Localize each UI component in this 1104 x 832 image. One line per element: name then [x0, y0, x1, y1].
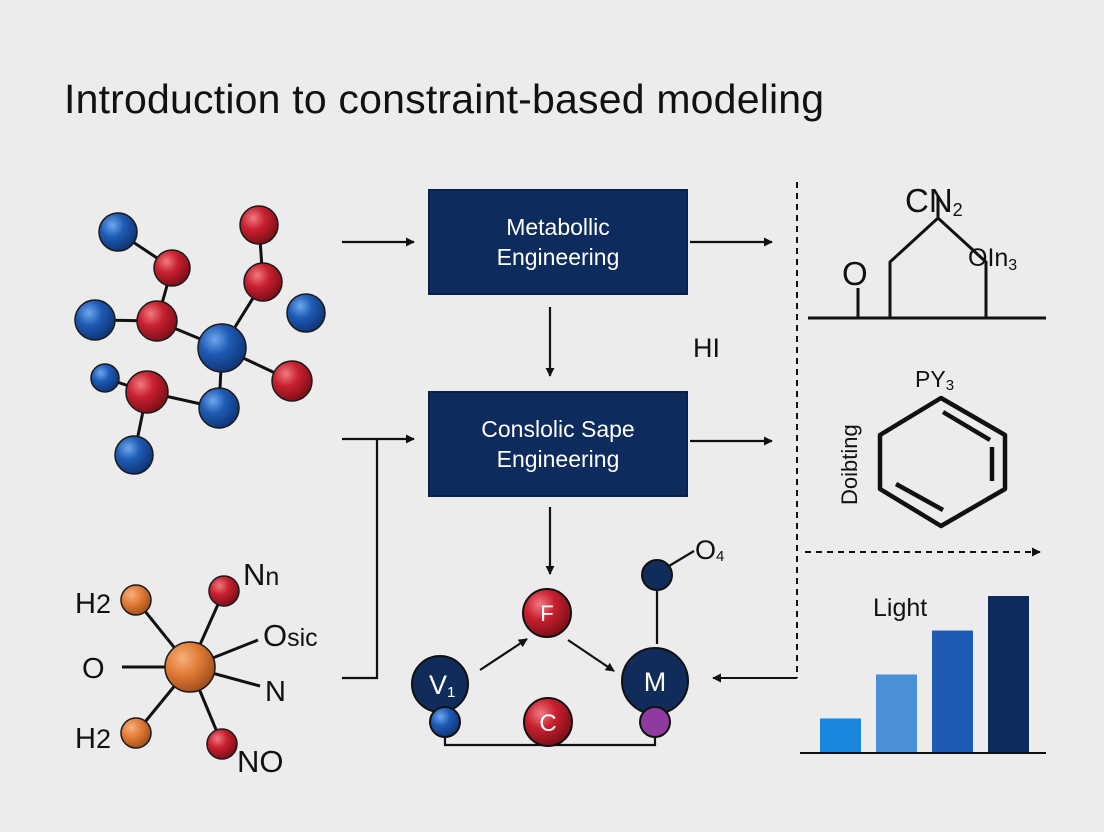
atom-red [271, 360, 313, 402]
v1-label: V1 [429, 670, 455, 701]
chemical-structure [808, 196, 1046, 320]
benzene-hexagon [877, 395, 1008, 529]
bar-chart [820, 596, 1029, 753]
dashed-separators [712, 182, 1041, 683]
benzene-inner-bond [941, 410, 992, 442]
cycle-link-o4 [668, 550, 695, 567]
connector-star-molecule [342, 439, 379, 680]
atom-red [136, 300, 178, 342]
atom-blue [90, 363, 120, 393]
hl-label: HI [693, 333, 720, 363]
star-molecule-atoms [120, 575, 240, 760]
cycle-nodes [411, 559, 689, 747]
molecule-network-atoms [74, 205, 326, 475]
constraint-engineering-box[interactable]: Conslolic Sape Engineering [428, 391, 688, 497]
o4-node [641, 559, 673, 591]
o-left-star-label: O [82, 653, 105, 685]
m-small-atom [639, 706, 671, 738]
atom-red [206, 728, 238, 760]
metabolic-engineering-box[interactable]: Metabollic Engineering [428, 189, 688, 295]
benzene-inner-bond [894, 482, 945, 512]
doibting-label: Doibting [837, 424, 862, 505]
bar-2 [876, 674, 917, 753]
constraint-box-line2: Engineering [496, 446, 620, 472]
atom-blue [114, 435, 154, 475]
constraint-box-line1: Conslolic Sape [481, 416, 635, 442]
atom-blue [74, 299, 116, 341]
atom-blue [197, 323, 247, 373]
benzene-ring [877, 395, 1008, 529]
atom-red [208, 575, 240, 607]
atom-blue [98, 212, 138, 252]
metabolic-box-line1: Metabollic [506, 214, 610, 240]
v1-small-atom [429, 706, 461, 738]
atom-orange-center [164, 641, 216, 693]
nn-label: Nn [243, 557, 279, 592]
cn2-label: CN2 [905, 182, 963, 220]
cycle-arrow-top-to-m [567, 639, 615, 672]
atom-blue [198, 387, 240, 429]
m-node-label: M [644, 667, 667, 697]
top-node-label: F [540, 601, 553, 626]
bar-3 [932, 630, 973, 753]
bar-4 [988, 596, 1029, 753]
no-label: NO [237, 744, 284, 779]
atom-red [153, 249, 191, 287]
page-title: Introduction to constraint-based modelin… [64, 76, 825, 122]
o-left-label: O [842, 255, 868, 292]
h2-bottom-label: H2 [75, 723, 111, 755]
metabolic-box-line2: Engineering [496, 244, 620, 270]
h2-top-label: H2 [75, 588, 111, 620]
light-label: Light [873, 594, 927, 622]
c-node-label: C [539, 710, 556, 737]
n-right-label: N [265, 676, 286, 708]
atom-blue [286, 293, 326, 333]
osic-label: Osic [263, 618, 318, 653]
atom-red [239, 205, 279, 245]
atom-orange [120, 584, 152, 616]
c-node [523, 697, 573, 747]
atom-orange [120, 717, 152, 749]
oln3-label: OIn3 [968, 244, 1017, 274]
o4-label: O4 [695, 535, 724, 565]
cycle-arrow-v1-to-top [479, 638, 528, 671]
atom-red [243, 262, 283, 302]
atom-red [125, 370, 169, 414]
molecule-network [94, 224, 293, 456]
py3-label: PY3 [915, 366, 954, 394]
bar-1 [820, 718, 861, 753]
flow-arrows [342, 237, 773, 680]
top-node [522, 588, 572, 638]
